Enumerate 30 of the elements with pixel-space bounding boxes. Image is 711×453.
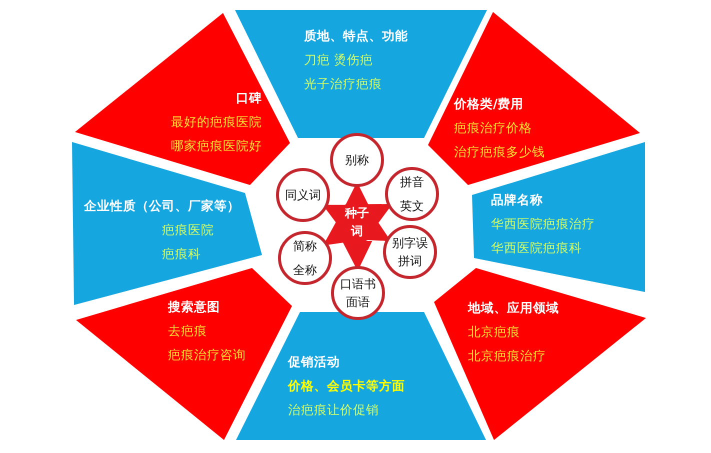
keyword-example: 北京疤痕 — [468, 323, 520, 341]
keyword-example: 疤痕科 — [162, 245, 201, 263]
keyword-example: 疤痕医院 — [162, 221, 214, 239]
keyword-example: 治疤痕让价促销 — [288, 401, 379, 419]
category-heading: 价格类/费用 — [454, 95, 524, 113]
keyword-example: 哪家疤痕医院好 — [171, 137, 262, 155]
category-heading: 企业性质（公司、厂家等） — [84, 197, 240, 215]
keyword-example: 疤痕治疗价格 — [454, 119, 532, 137]
keyword-example: 华西医院疤痕科 — [491, 239, 582, 257]
category-heading: 促销活动 — [288, 353, 340, 371]
category-heading: 品牌名称 — [491, 191, 543, 209]
keyword-example: 刀疤 烫伤疤 — [304, 51, 373, 69]
keyword-example: 治疗疤痕多少钱 — [454, 143, 545, 161]
keyword-example: 华西医院疤痕治疗 — [491, 215, 595, 233]
category-heading: 口碑 — [236, 89, 262, 107]
keyword-example: 北京疤痕治疗 — [468, 347, 546, 365]
keyword-circle: 口语书面语 — [331, 266, 385, 320]
keyword-circle: 拼音 英文 — [385, 167, 439, 221]
keyword-circle: 同义词 — [276, 168, 330, 222]
keyword-circle: 别字误拼词 — [383, 225, 437, 279]
keyword-example: 光子治疗疤痕 — [304, 75, 382, 93]
keyword-example: 最好的疤痕医院 — [171, 113, 262, 131]
category-heading: 质地、特点、功能 — [304, 27, 408, 45]
category-heading: 搜索意图 — [168, 298, 220, 316]
keyword-example: 价格、会员卡等方面 — [288, 377, 405, 395]
keyword-circle: 简称 全称 — [278, 231, 332, 285]
keyword-circle: 别称 — [330, 133, 384, 187]
category-heading: 地域、应用领域 — [468, 299, 559, 317]
keyword-example: 疤痕治疗咨询 — [168, 346, 246, 364]
keyword-example: 去疤痕 — [168, 322, 207, 340]
